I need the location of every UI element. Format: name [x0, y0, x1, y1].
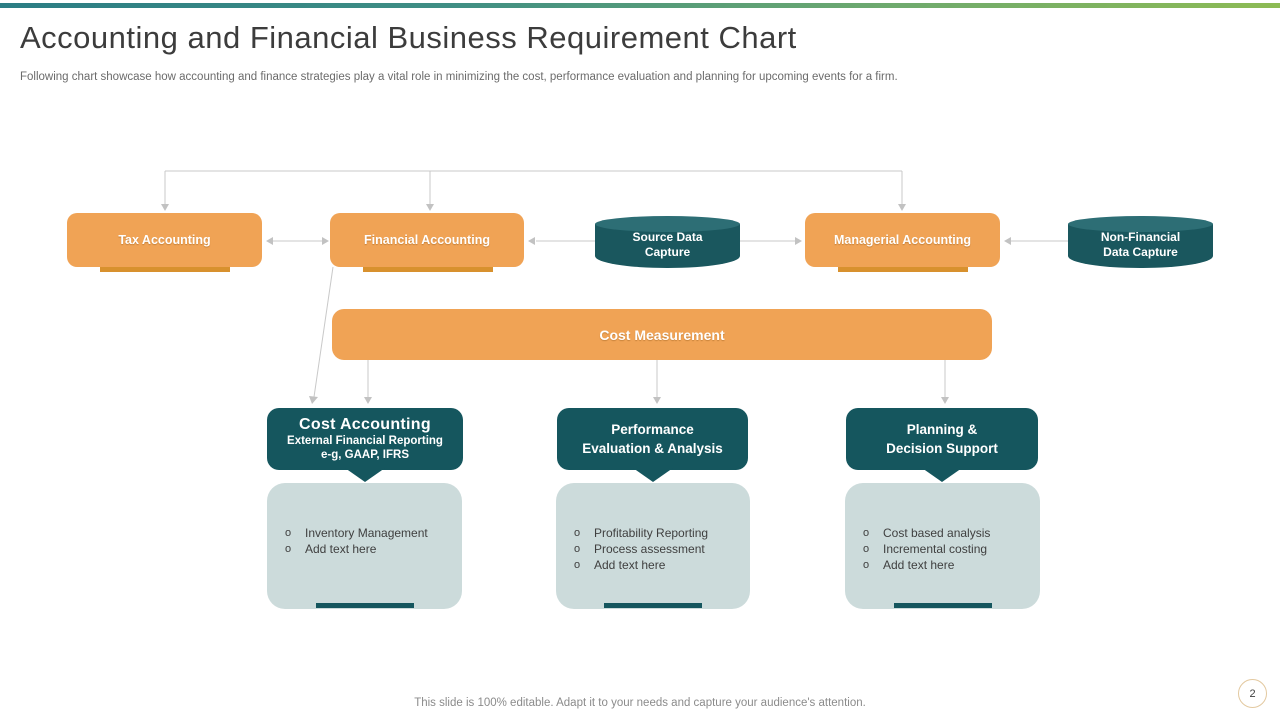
node-financial-accounting: Financial Accounting	[330, 213, 524, 267]
financial-underline-bar	[363, 267, 493, 272]
financial-costaccounting-arrow	[309, 266, 334, 404]
list-item-text: Inventory Management	[305, 526, 428, 540]
page-subtitle: Following chart showcase how accounting …	[20, 71, 898, 83]
branch-title: Cost Accounting	[299, 416, 431, 433]
list-item-text: Cost based analysis	[883, 526, 991, 540]
top-tree-connector	[161, 170, 906, 211]
list-item: o Cost based analysis	[863, 525, 1030, 541]
footer-note: This slide is 100% editable. Adapt it to…	[414, 697, 866, 709]
tax-underline-bar	[100, 267, 230, 272]
branch-title: Planning &	[906, 422, 978, 437]
list-item: o Profitability Reporting	[574, 525, 740, 541]
branch-title: Performance	[611, 422, 694, 437]
list-item: o Inventory Management	[285, 525, 452, 541]
detail-box-accent-bar	[604, 603, 702, 608]
sourcedata-managerial-arrow	[740, 237, 802, 245]
list-item: o Add text here	[574, 557, 740, 573]
page-number: 2	[1249, 687, 1256, 700]
cylinder-top	[1068, 216, 1213, 232]
branch-title: Evaluation & Analysis	[582, 441, 723, 456]
list-item: o Incremental costing	[863, 541, 1030, 557]
branch-subtitle: e-g, GAAP, IFRS	[321, 449, 409, 461]
node-label: Non-Financial Data Capture	[1100, 230, 1181, 259]
sourcedata-financial-arrow	[528, 237, 597, 245]
measurement-drop-arrows	[364, 360, 949, 404]
node-cost-accounting: Cost Accounting External Financial Repor…	[267, 408, 463, 470]
circle-bullet-icon: o	[863, 527, 870, 539]
node-planning-decision-support: Planning & Decision Support	[846, 408, 1038, 470]
circle-bullet-icon: o	[285, 543, 292, 555]
list-item: o Add text here	[285, 541, 452, 557]
page-number-badge: 2	[1238, 679, 1267, 708]
managerial-underline-bar	[838, 267, 968, 272]
node-label: Cost Measurement	[599, 326, 725, 343]
list-item-text: Incremental costing	[883, 542, 988, 556]
node-label: Financial Accounting	[364, 233, 490, 247]
detail-box-accent-bar	[893, 603, 992, 608]
circle-bullet-icon: o	[574, 527, 581, 539]
node-performance-evaluation: Performance Evaluation & Analysis	[557, 408, 748, 470]
list-item: o Add text here	[863, 557, 1030, 573]
node-non-financial-data-capture: Non-Financial Data Capture	[1068, 216, 1213, 268]
circle-bullet-icon: o	[574, 543, 581, 555]
list-item: o Process assessment	[574, 541, 740, 557]
list-item-text: Add text here	[594, 558, 666, 572]
circle-bullet-icon: o	[863, 543, 870, 555]
circle-bullet-icon: o	[285, 527, 292, 539]
tax-financial-double-arrow	[266, 237, 329, 245]
detail-box-accent-bar	[315, 603, 414, 608]
node-label: Source Data Capture	[632, 230, 703, 259]
list-item-text: Process assessment	[594, 542, 705, 556]
branch-subtitle: External Financial Reporting	[287, 435, 443, 447]
node-label: Tax Accounting	[118, 233, 211, 247]
top-accent-bar	[0, 3, 1280, 8]
circle-bullet-icon: o	[574, 559, 581, 571]
list-item-text: Profitability Reporting	[594, 526, 709, 540]
node-label: Managerial Accounting	[833, 233, 972, 247]
list-item-text: Add text here	[305, 542, 377, 556]
node-source-data-capture: Source Data Capture	[595, 216, 740, 268]
node-tax-accounting: Tax Accounting	[67, 213, 262, 267]
nonfinancial-managerial-arrow	[1004, 237, 1068, 245]
list-item-text: Add text here	[883, 558, 955, 572]
page-title: Accounting and Financial Business Requir…	[20, 20, 797, 55]
cylinder-top	[595, 216, 740, 232]
circle-bullet-icon: o	[863, 559, 870, 571]
branch-title: Decision Support	[886, 441, 998, 456]
node-cost-measurement: Cost Measurement	[332, 309, 992, 360]
node-managerial-accounting: Managerial Accounting	[805, 213, 1000, 267]
